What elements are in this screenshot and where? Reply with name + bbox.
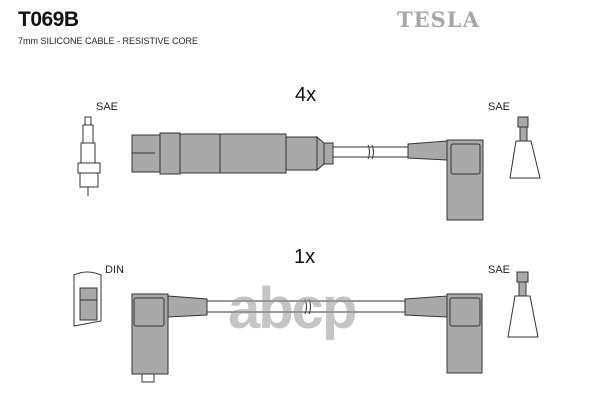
terminal-label-top-left: SAE xyxy=(96,101,119,113)
angled-boot-top-right xyxy=(407,139,484,221)
angled-boot-bottom-right xyxy=(404,293,483,374)
watermark: abcp xyxy=(228,276,357,341)
brand-logo: TESLA xyxy=(397,7,480,32)
part-description: 7mm SILICONE CABLE - RESISTIVE CORE xyxy=(18,36,199,46)
terminal-label-bottom-right: SAE xyxy=(488,264,511,276)
angled-boot-bottom-left xyxy=(131,293,208,383)
sae-terminal-icon xyxy=(509,116,541,179)
terminal-label-bottom-left: DIN xyxy=(105,264,124,276)
part-code: T069B xyxy=(18,8,79,31)
sae-terminal-icon xyxy=(507,271,539,338)
terminal-label-top-right: SAE xyxy=(488,101,511,113)
din-clip-icon xyxy=(73,271,102,327)
cable-top xyxy=(332,144,409,160)
quantity-bottom: 1x xyxy=(294,246,316,268)
straight-boot-top xyxy=(131,132,334,175)
quantity-top: 4x xyxy=(295,84,317,106)
spark-plug-icon xyxy=(77,116,101,196)
